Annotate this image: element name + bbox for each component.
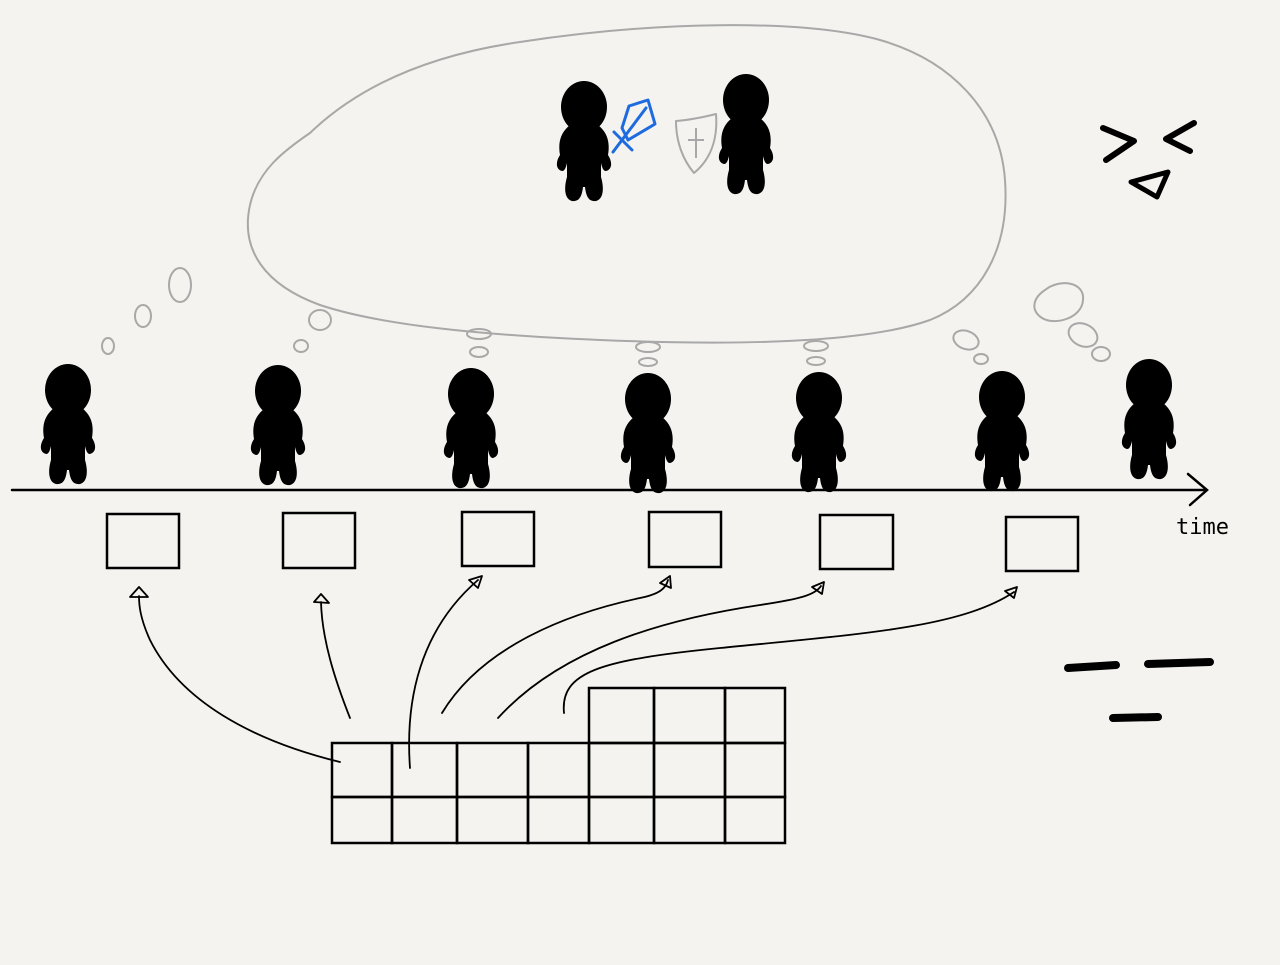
timeline-people	[40, 359, 1177, 494]
block-cell	[390, 741, 459, 799]
shield-icon	[675, 113, 718, 174]
arrow-5	[497, 585, 822, 719]
time-axis	[10, 472, 1209, 507]
block-cell	[652, 686, 727, 745]
block-cell	[587, 686, 656, 745]
arrows	[129, 575, 1018, 769]
block-cell	[330, 741, 394, 799]
arrow-4	[441, 579, 669, 714]
timeline-boxes	[105, 510, 1080, 573]
attacker-figure	[556, 81, 612, 202]
block-cell	[652, 741, 727, 799]
axis-label: time	[1176, 515, 1229, 540]
block-cell	[587, 741, 656, 799]
block-cell	[526, 741, 591, 799]
box-4	[647, 510, 723, 569]
person-6	[974, 371, 1030, 492]
box-3	[460, 510, 536, 568]
block-stack	[330, 686, 787, 845]
block-cell	[723, 686, 787, 745]
arrow-4-head	[659, 575, 672, 589]
block-cell	[723, 741, 787, 799]
squinting-face-icon	[1100, 120, 1197, 200]
thought-cloud	[246, 24, 1007, 344]
block-cell	[652, 795, 727, 845]
sword-icon	[611, 98, 657, 154]
box-1	[105, 512, 181, 570]
arrow-5-head	[811, 581, 825, 595]
person-1	[40, 364, 96, 485]
defender-figure	[718, 74, 774, 195]
scribble-dashes	[1064, 658, 1214, 722]
person-5	[791, 372, 847, 493]
arrow-6-head	[1004, 586, 1018, 599]
block-cell	[723, 795, 787, 845]
box-6	[1004, 515, 1080, 573]
arrow-2	[320, 601, 351, 719]
person-7	[1121, 359, 1177, 480]
arrow-6	[562, 591, 1015, 714]
arrow-2-head	[313, 593, 330, 604]
arrow-3-head	[468, 575, 483, 589]
block-cell	[587, 795, 656, 845]
arrow-3	[408, 579, 479, 769]
person-4	[620, 373, 676, 494]
arrow-1	[138, 595, 341, 763]
box-2	[281, 511, 357, 570]
thought-bubbles	[101, 267, 1111, 367]
person-3	[443, 368, 499, 489]
block-cell	[526, 795, 591, 845]
block-cell	[455, 741, 530, 799]
arrow-1-head	[129, 586, 149, 598]
box-5	[818, 513, 895, 571]
thought-scene	[556, 74, 774, 202]
block-cell	[390, 795, 459, 845]
block-cell	[455, 795, 530, 845]
person-2	[250, 365, 306, 486]
block-cell	[330, 795, 394, 845]
